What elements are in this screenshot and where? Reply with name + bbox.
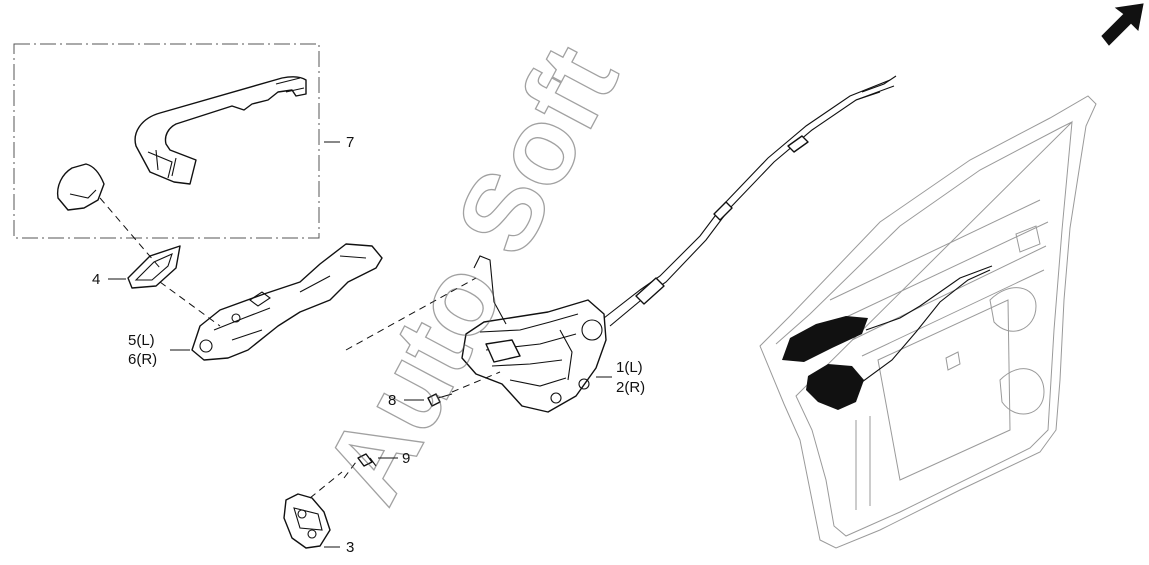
outer-handle-part [134, 75, 307, 185]
front-direction-arrow-icon [1101, 3, 1144, 46]
bolt-part [427, 393, 453, 407]
screw-part [357, 453, 377, 467]
callout-bolt: 8 [388, 392, 396, 409]
callout-screw: 9 [402, 450, 410, 467]
installed-parts-on-door [782, 265, 993, 410]
callout-latch-right: 2(R) [616, 379, 645, 396]
handle-cap-part [56, 163, 105, 211]
callout-latch-left: 1(L) [616, 359, 643, 376]
striker-part [283, 493, 331, 549]
callout-bracket-left: 5(L) [128, 332, 155, 349]
lock-cables [603, 75, 897, 327]
handle-assembly-box [13, 43, 320, 239]
door-panel-outline [759, 95, 1097, 549]
assembly-guide-lines [99, 197, 501, 499]
callout-handle: 7 [346, 134, 354, 151]
gasket-part [127, 245, 181, 289]
callout-gasket: 4 [92, 271, 100, 288]
handle-bracket-part [191, 243, 383, 361]
callout-striker: 3 [346, 539, 354, 556]
leader-lines [108, 141, 612, 548]
door-lock-latch-part [461, 255, 607, 413]
callout-bracket-right: 6(R) [128, 351, 157, 368]
